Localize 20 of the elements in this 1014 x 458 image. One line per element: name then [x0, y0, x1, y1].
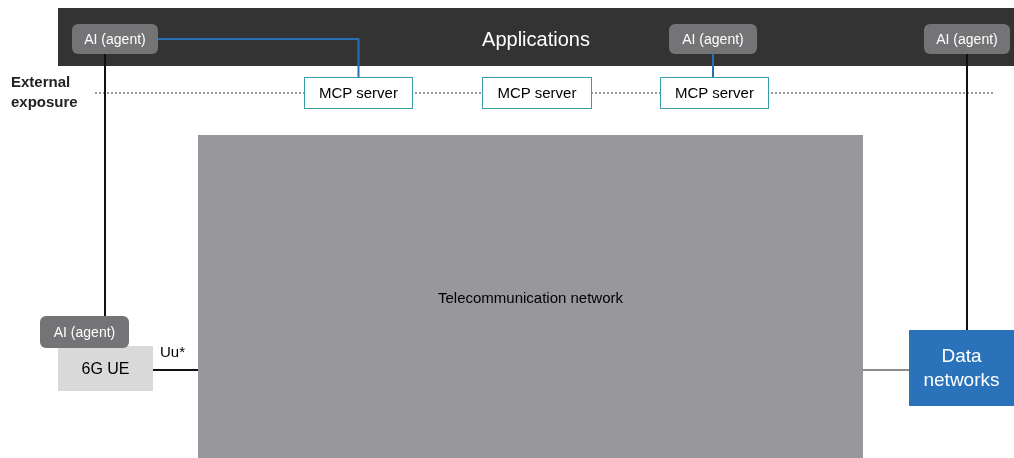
label-box: MCP server: [660, 77, 769, 109]
label-box: MCP server: [304, 77, 413, 109]
application-band: [58, 8, 1014, 66]
network-box: Data networks: [909, 330, 1014, 406]
device-box: 6G UE: [58, 346, 153, 391]
section-label: External exposure: [11, 72, 79, 112]
connector-line: [157, 38, 360, 78]
band-title: Applications: [482, 27, 590, 52]
label-box: AI (agent): [924, 24, 1010, 54]
connector-line: [152, 369, 199, 371]
label-box: MCP server: [482, 77, 592, 109]
label-box: AI (agent): [72, 24, 158, 54]
connector-line: [966, 53, 968, 331]
connector-line: [862, 369, 910, 371]
connector-line: [104, 53, 106, 317]
edge-label: Uu*: [159, 344, 186, 359]
connector-line: [712, 53, 714, 78]
label-box: AI (agent): [40, 316, 129, 348]
label-box: AI (agent): [669, 24, 757, 54]
network-block: Telecommunication network: [198, 135, 863, 458]
